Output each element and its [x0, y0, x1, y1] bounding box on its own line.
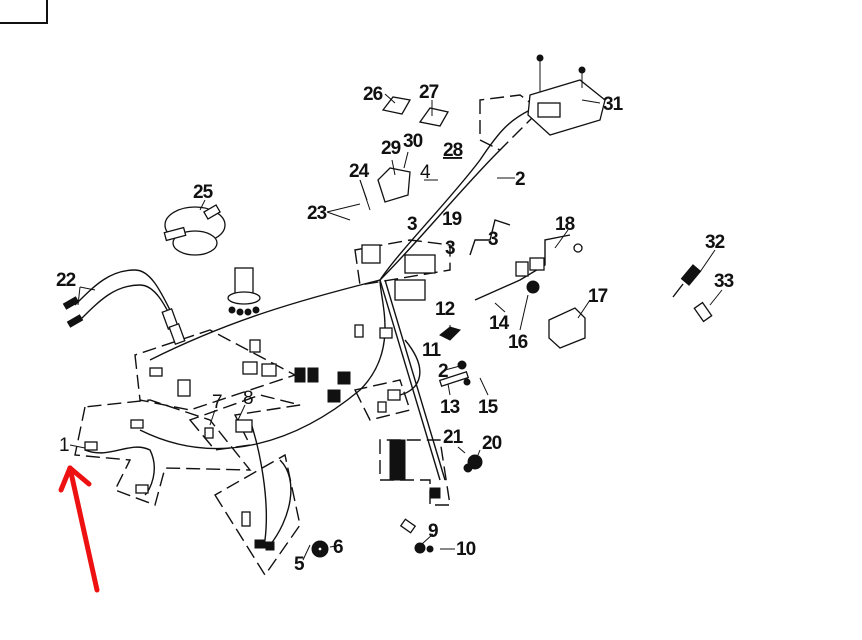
corner-frame: [0, 0, 48, 24]
wire-3[interactable]: [469, 219, 511, 256]
callout-17[interactable]: 17: [588, 286, 609, 307]
callout-3-a[interactable]: 3: [407, 214, 418, 235]
callout-8[interactable]: 8: [243, 388, 254, 409]
callout-26[interactable]: 26: [363, 84, 384, 105]
pad-27[interactable]: [418, 107, 450, 127]
callout-24[interactable]: 24: [349, 161, 371, 182]
callout-27[interactable]: 27: [419, 82, 440, 103]
callout-1[interactable]: 1: [59, 435, 70, 456]
horn-6[interactable]: [311, 540, 329, 558]
regulator-11[interactable]: [439, 326, 461, 341]
callout-16[interactable]: 16: [508, 332, 529, 353]
callout-33[interactable]: 33: [714, 271, 735, 292]
callout-6[interactable]: 6: [333, 537, 344, 558]
callout-21[interactable]: 21: [443, 427, 465, 448]
callout-10[interactable]: 10: [456, 539, 477, 560]
relay-bracket-18[interactable]: [474, 234, 583, 301]
callout-14[interactable]: 14: [489, 313, 511, 334]
connectors[interactable]: [84, 244, 441, 551]
callouts: 1 2 2 3 3 3 4 5 6 7 8 9 10 11 12 13 14 1…: [56, 82, 735, 575]
red-arrow-annotation: [58, 465, 100, 593]
callout-15[interactable]: 15: [478, 397, 500, 418]
callout-7[interactable]: 7: [212, 392, 223, 413]
callout-25[interactable]: 25: [193, 182, 215, 203]
callout-19[interactable]: 19: [442, 209, 463, 230]
callout-23[interactable]: 23: [307, 203, 328, 224]
fuel-pump-assembly[interactable]: [227, 267, 261, 316]
callout-5[interactable]: 5: [294, 554, 306, 575]
o2-sensors-22[interactable]: [62, 269, 186, 346]
battery-17[interactable]: [548, 307, 586, 349]
pad-26[interactable]: [381, 96, 412, 115]
sensor-32[interactable]: [672, 264, 702, 298]
callout-9[interactable]: 9: [428, 521, 439, 542]
dashed-outlines: [74, 94, 542, 577]
callout-31[interactable]: 31: [603, 94, 625, 115]
callout-32[interactable]: 32: [705, 232, 726, 253]
callout-20[interactable]: 20: [482, 433, 503, 454]
callout-29[interactable]: 29: [381, 138, 402, 159]
relay-block-29[interactable]: [377, 167, 411, 203]
callout-28[interactable]: 28: [443, 140, 464, 161]
callout-3-c[interactable]: 3: [488, 229, 499, 250]
callout-4[interactable]: 4: [420, 162, 432, 183]
leader-lines: [69, 93, 723, 561]
callout-30[interactable]: 30: [403, 131, 424, 152]
callout-2-upper[interactable]: 2: [515, 169, 526, 190]
callout-3-b[interactable]: 3: [445, 238, 456, 259]
main-harness: [84, 109, 531, 546]
callout-22[interactable]: 22: [56, 270, 77, 291]
ecu-31[interactable]: [527, 54, 606, 136]
callout-11[interactable]: 11: [422, 340, 443, 361]
part-33[interactable]: [693, 301, 713, 323]
callout-2-lower[interactable]: 2: [438, 361, 449, 382]
callout-13[interactable]: 13: [440, 397, 461, 418]
callout-12[interactable]: 12: [435, 299, 456, 320]
callout-18[interactable]: 18: [555, 214, 576, 235]
rail-13[interactable]: [438, 360, 471, 387]
sensor-9[interactable]: [399, 518, 434, 554]
sensor-25[interactable]: [163, 204, 226, 256]
switch-20[interactable]: [463, 454, 483, 473]
